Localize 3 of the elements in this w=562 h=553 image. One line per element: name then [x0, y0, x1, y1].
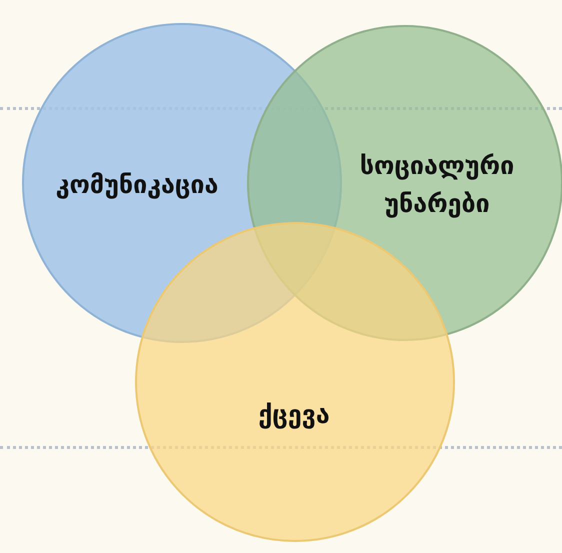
circle-label: ქცევა: [257, 399, 331, 431]
circle-label: კომუნიკაცია: [54, 169, 220, 201]
circle-label: სოციალური უნარები: [358, 150, 516, 220]
